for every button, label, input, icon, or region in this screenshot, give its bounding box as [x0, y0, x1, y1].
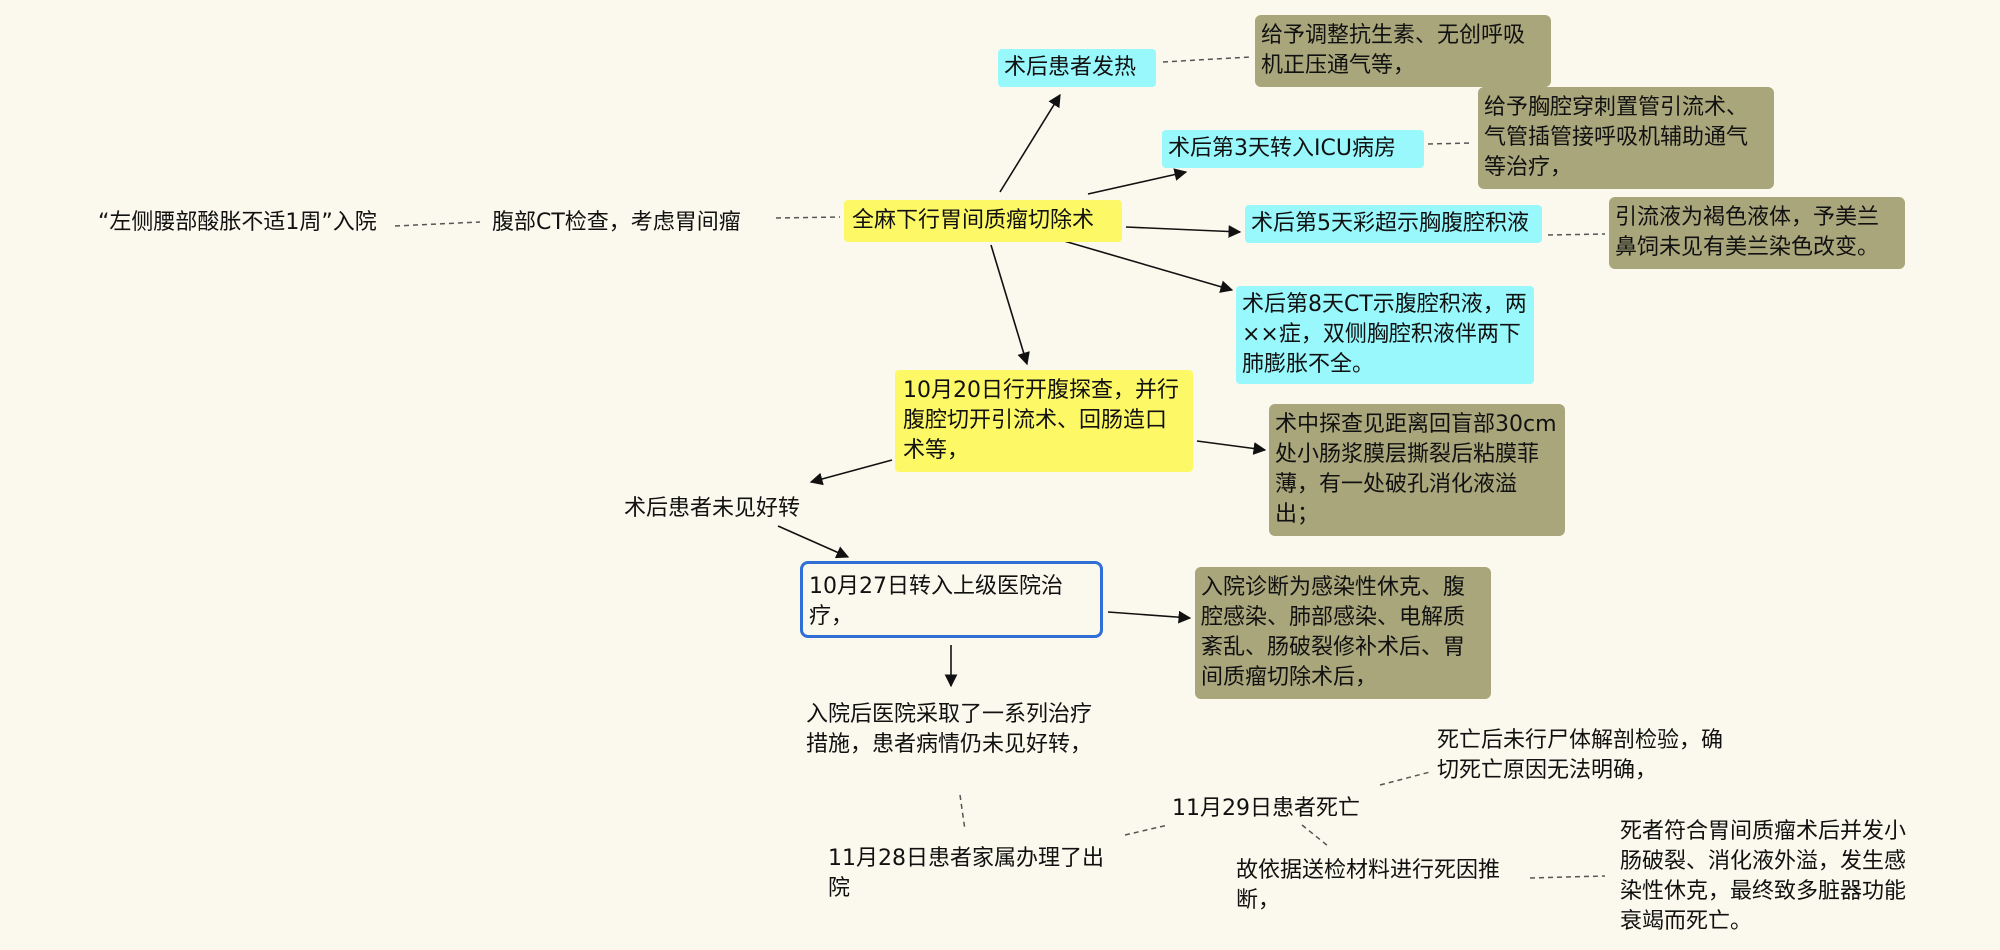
node-conclusion[interactable]: 死者符合胃间质瘤术后并发小肠破裂、消化液外溢，发生感染性休克，最终致多脏器功能衰… [1620, 819, 1907, 934]
dashed-connector [1124, 824, 1169, 836]
node-drainage-result[interactable]: 引流液为褐色液体，予美兰鼻饲未见有美兰染色改变。 [1609, 197, 1905, 269]
arrow-connector [809, 459, 893, 486]
dashed-connector [1162, 56, 1251, 63]
dashed-connector [959, 794, 966, 831]
node-intraop-finding[interactable]: 术中探查见距离回盲部30cm处小肠浆膜层撕裂后粘膜菲薄，有一处破孔消化液溢出； [1269, 404, 1565, 536]
arrow-connector [1063, 240, 1234, 293]
node-surgery[interactable]: 全麻下行胃间质瘤切除术 [844, 200, 1122, 242]
arrow-connector [1196, 440, 1267, 455]
node-admission[interactable]: “左侧腰部酸胀不适1周”入院 [98, 210, 377, 235]
node-fever[interactable]: 术后患者发热 [998, 49, 1156, 87]
arrow-connector [990, 244, 1030, 366]
node-discharge[interactable]: 11月28日患者家属办理了出院 [828, 846, 1104, 901]
dashed-connector [1529, 875, 1606, 879]
arrow-connector [1125, 225, 1242, 238]
dashed-connector [775, 216, 841, 219]
arrow-connector [999, 93, 1061, 193]
node-treatment-measures[interactable]: 入院后医院采取了一系列治疗措施，患者病情仍未见好转， [806, 702, 1093, 757]
dashed-connector [1427, 142, 1473, 145]
arrow-connector [1107, 610, 1192, 624]
node-ct-exam[interactable]: 腹部CT检查，考虑胃间瘤 [492, 210, 741, 235]
node-laparotomy[interactable]: 10月20日行开腹探查，并行腹腔切开引流术、回肠造口术等， [895, 370, 1193, 472]
node-inference[interactable]: 故依据送检材料进行死因推断， [1236, 858, 1501, 913]
node-icu-treatment[interactable]: 给予胸腔穿刺置管引流术、气管插管接呼吸机辅助通气等治疗， [1478, 87, 1774, 189]
node-transfer[interactable]: 10月27日转入上级医院治疗， [800, 561, 1103, 638]
dashed-connector [394, 221, 481, 227]
node-day5-ultrasound[interactable]: 术后第5天彩超示胸腹腔积液 [1245, 205, 1542, 243]
node-fever-treatment[interactable]: 给予调整抗生素、无创呼吸机正压通气等， [1255, 15, 1551, 87]
node-no-autopsy[interactable]: 死亡后未行尸体解剖检验，确切死亡原因无法明确， [1437, 728, 1724, 783]
node-death[interactable]: 11月29日患者死亡 [1172, 796, 1360, 821]
node-admission-diagnosis[interactable]: 入院诊断为感染性休克、腹腔感染、肺部感染、电解质紊乱、肠破裂修补术后、胃间质瘤切… [1195, 567, 1491, 699]
dashed-connector [1379, 771, 1431, 786]
dashed-connector [1547, 233, 1606, 236]
dashed-connector [1301, 824, 1329, 847]
node-icu[interactable]: 术后第3天转入ICU病房 [1162, 130, 1424, 168]
node-no-improvement[interactable]: 术后患者未见好转 [624, 496, 801, 521]
arrow-connector [1087, 168, 1188, 195]
arrow-connector [777, 525, 850, 559]
node-day8-ct[interactable]: 术后第8天CT示腹腔积液，两××症，双侧胸腔积液伴两下肺膨胀不全。 [1236, 286, 1534, 384]
